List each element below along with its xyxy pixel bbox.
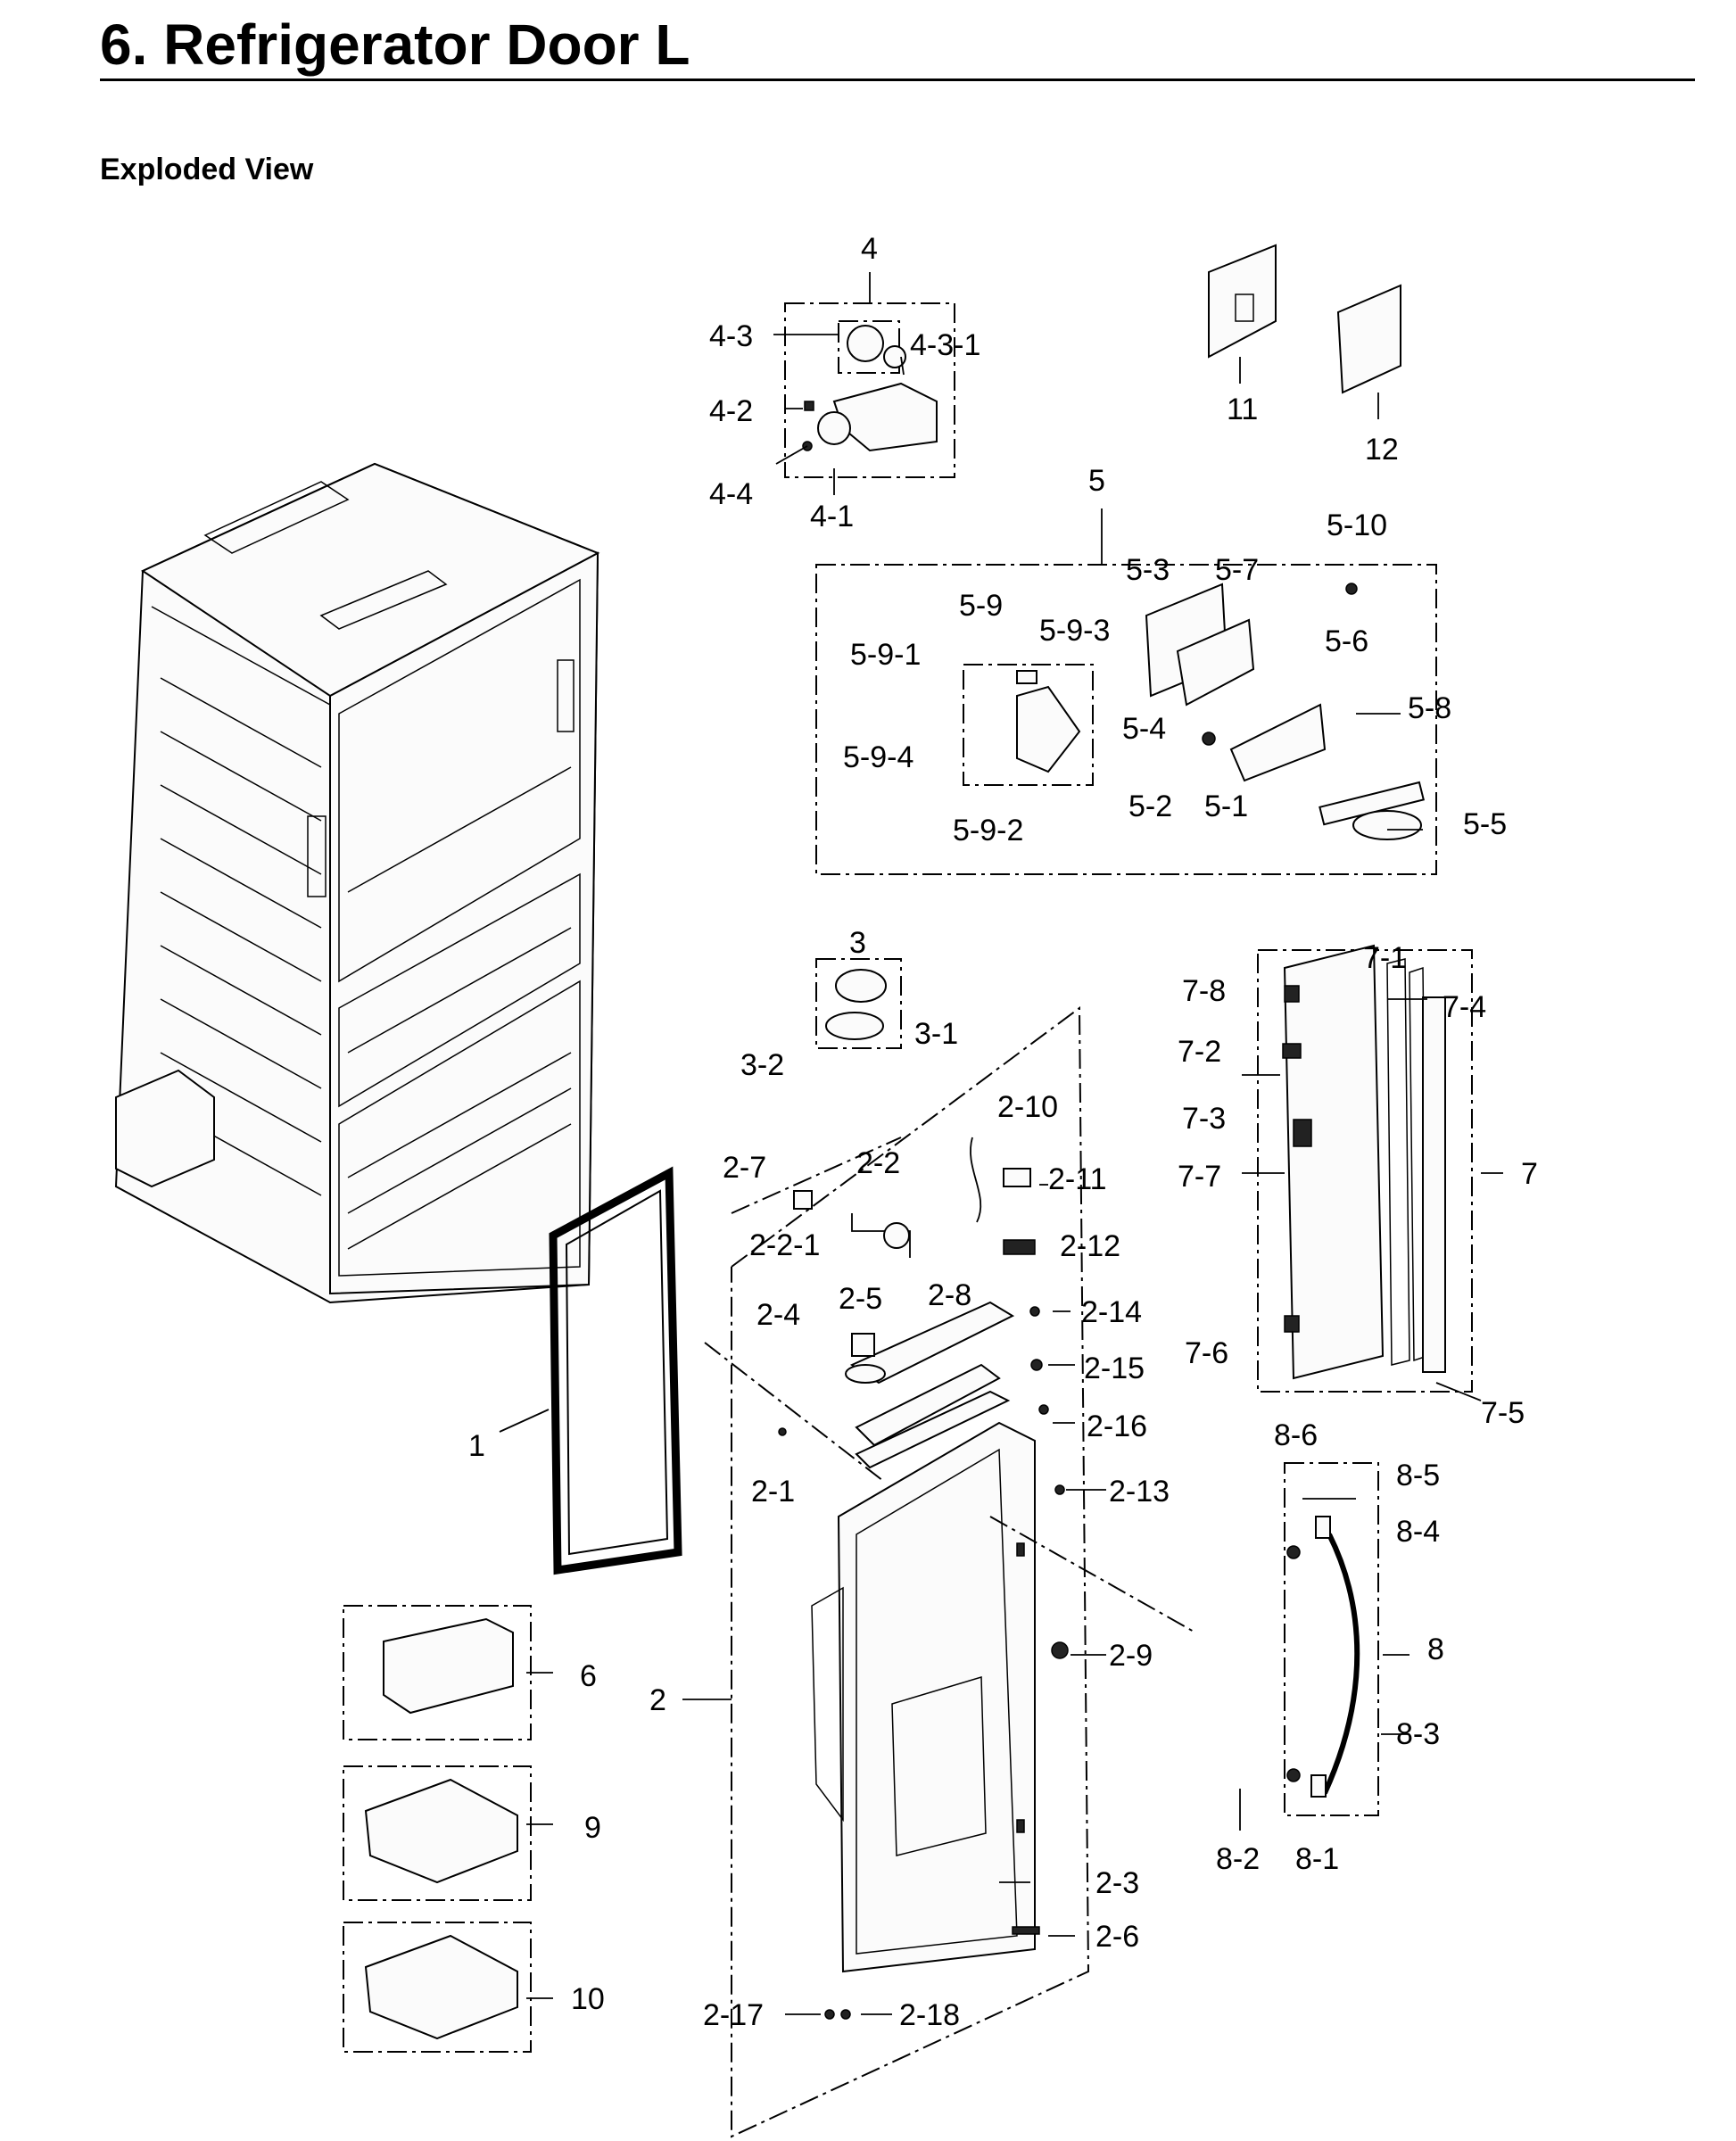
- callout-4-3-1: 4-3-1: [910, 328, 980, 362]
- callout-8-1: 8-1: [1295, 1842, 1339, 1876]
- callout-5-10: 5-10: [1327, 508, 1387, 542]
- callout-2-11: 2-11: [1048, 1162, 1107, 1196]
- callout-2-10: 2-10: [997, 1090, 1058, 1124]
- page-title: 6. Refrigerator Door L: [100, 12, 690, 77]
- callout-9: 9: [584, 1811, 601, 1845]
- callout-5-1: 5-1: [1204, 789, 1248, 823]
- callout-2-13: 2-13: [1109, 1475, 1170, 1509]
- door-assembly-group: [704, 1006, 1196, 2138]
- callout-labels: 1 2 2-1 2-2 2-2-1 2-3 2-4 2-5 2-6 2-7 2-…: [468, 232, 1538, 2032]
- callout-2-17: 2-17: [703, 1998, 764, 2032]
- callout-4-4: 4-4: [709, 477, 753, 511]
- leader-lines: [499, 272, 1503, 2015]
- door-small-parts: [778, 1137, 1069, 2020]
- callout-7-5: 7-5: [1481, 1396, 1525, 1430]
- callout-6: 6: [580, 1659, 597, 1693]
- callout-4-2: 4-2: [709, 394, 753, 428]
- callout-5-6: 5-6: [1325, 624, 1368, 658]
- callout-10: 10: [571, 1982, 605, 2016]
- callout-2-15: 2-15: [1084, 1352, 1145, 1385]
- callout-2-3: 2-3: [1095, 1866, 1139, 1900]
- title-rule: [100, 79, 1695, 81]
- callout-2-8: 2-8: [928, 1278, 971, 1312]
- callout-5-9: 5-9: [959, 589, 1003, 623]
- callout-5-9-2: 5-9-2: [953, 814, 1023, 847]
- callout-2-9: 2-9: [1109, 1639, 1153, 1673]
- callout-8-5: 8-5: [1396, 1459, 1440, 1492]
- callout-8-6: 8-6: [1274, 1418, 1318, 1452]
- part-5-group: [815, 564, 1437, 875]
- callout-2: 2: [649, 1683, 666, 1717]
- callout-7-2: 7-2: [1178, 1035, 1221, 1069]
- callout-2-2-1: 2-2-1: [749, 1228, 820, 1262]
- callout-3-1: 3-1: [914, 1017, 958, 1051]
- callout-5-8: 5-8: [1408, 691, 1451, 725]
- callout-3: 3: [849, 926, 866, 960]
- refrigerator-cabinet: [114, 462, 600, 1304]
- callout-7-1: 7-1: [1363, 941, 1407, 975]
- callout-11: 11: [1227, 393, 1258, 426]
- callout-3-2: 3-2: [740, 1048, 784, 1082]
- callout-8: 8: [1427, 1633, 1444, 1666]
- callout-7-6: 7-6: [1185, 1336, 1228, 1370]
- callout-4: 4: [861, 232, 878, 266]
- callout-2-16: 2-16: [1087, 1409, 1147, 1443]
- callout-5-9-1: 5-9-1: [850, 638, 921, 672]
- callout-5-3: 5-3: [1126, 553, 1170, 587]
- callout-1: 1: [468, 1429, 485, 1463]
- callout-2-4: 2-4: [756, 1298, 800, 1332]
- part-7-group: [1257, 944, 1473, 1393]
- callout-2-1: 2-1: [751, 1475, 795, 1509]
- callout-7-7: 7-7: [1178, 1160, 1221, 1194]
- callout-8-2: 8-2: [1216, 1842, 1260, 1876]
- callout-7-8: 7-8: [1182, 974, 1226, 1008]
- callout-5: 5: [1088, 464, 1105, 498]
- callout-5-9-4: 5-9-4: [843, 740, 913, 774]
- callout-2-7: 2-7: [723, 1151, 766, 1185]
- callout-4-3: 4-3: [709, 319, 753, 353]
- cover-panels: [1208, 244, 1401, 394]
- door-bins: [343, 1605, 532, 2053]
- part-3-group: [815, 958, 902, 1049]
- callout-12: 12: [1365, 433, 1399, 467]
- callout-7-4: 7-4: [1443, 990, 1486, 1024]
- callout-2-5: 2-5: [839, 1282, 882, 1316]
- callout-8-3: 8-3: [1396, 1717, 1440, 1751]
- callout-2-12: 2-12: [1060, 1229, 1120, 1263]
- door-gasket: [549, 1166, 682, 1575]
- callout-2-18: 2-18: [899, 1998, 960, 2032]
- callout-5-9-3: 5-9-3: [1039, 614, 1110, 648]
- callout-4-1: 4-1: [810, 500, 854, 533]
- callout-2-6: 2-6: [1095, 1920, 1139, 1954]
- callout-2-14: 2-14: [1081, 1295, 1142, 1329]
- callout-5-4: 5-4: [1122, 712, 1166, 746]
- callout-8-4: 8-4: [1396, 1515, 1440, 1549]
- callout-2-2: 2-2: [856, 1146, 900, 1180]
- part-4-group: [784, 302, 955, 478]
- part-8-group: [1284, 1462, 1379, 1816]
- callout-7-3: 7-3: [1182, 1102, 1226, 1136]
- section-subtitle: Exploded View: [100, 153, 314, 186]
- callout-5-2: 5-2: [1128, 789, 1172, 823]
- callout-5-7: 5-7: [1215, 553, 1259, 587]
- callout-7: 7: [1521, 1157, 1538, 1191]
- callout-5-5: 5-5: [1463, 807, 1507, 841]
